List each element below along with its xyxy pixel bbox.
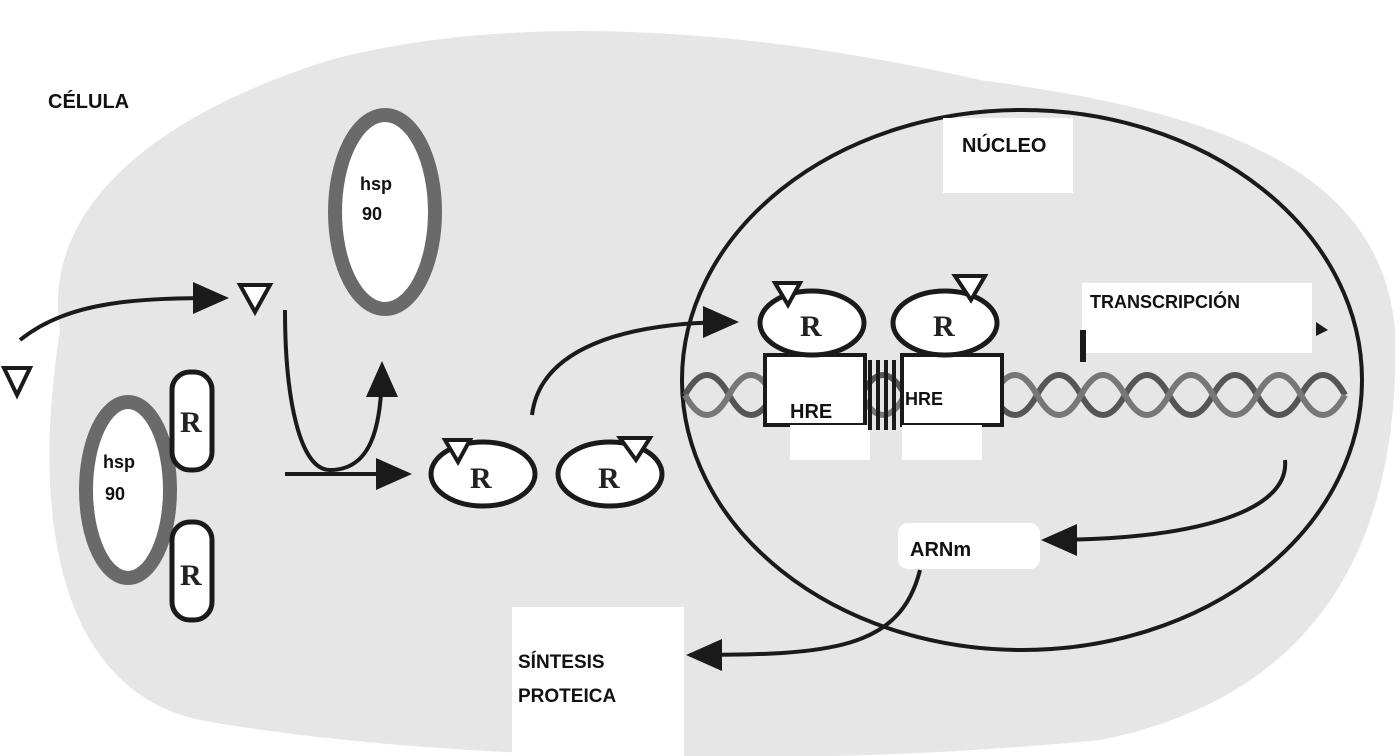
nucleus — [680, 108, 1364, 652]
cell-body — [49, 31, 1396, 756]
receptor-label: R — [598, 462, 620, 495]
receptor-label: R — [933, 310, 955, 343]
hsp90-top: hsp 90 — [328, 108, 442, 316]
dissociation-arrow — [283, 309, 398, 473]
nucleus-label-box — [943, 118, 1073, 193]
dna-bars — [868, 360, 896, 430]
receptor — [169, 519, 215, 623]
hsp-label: hsp — [360, 174, 392, 194]
hormone-triangle — [951, 274, 989, 304]
hormone-triangle — [771, 281, 804, 310]
transcription-arrowhead — [1316, 322, 1328, 336]
mrna-label: ARNm — [910, 539, 971, 561]
receptor-label: R — [800, 310, 822, 343]
translation-arrow — [686, 569, 922, 671]
transcription-label-box — [1082, 283, 1312, 353]
hre-box-shadow — [790, 425, 870, 460]
hsp-label: 90 — [362, 204, 382, 224]
mrna-label-box — [898, 523, 1040, 569]
hormone-triangle — [236, 283, 274, 317]
hre-box-shadow — [902, 425, 982, 460]
receptor-dimer-nucleus: R R — [757, 274, 1000, 358]
synthesis-label-box — [512, 607, 684, 756]
entry-arrow — [18, 282, 229, 342]
synthesis-label-line1: SÍNTESIS — [518, 651, 605, 673]
transcription-start-mark — [1080, 330, 1086, 362]
hormone-triangle — [616, 436, 654, 464]
hormone-triangle — [0, 366, 34, 400]
receptor-label: R — [180, 406, 202, 439]
nucleus-label: NÚCLEO — [962, 133, 1046, 157]
hsp-label: hsp — [103, 452, 135, 472]
transcription-label: TRANSCRIPCIÓN — [1090, 291, 1240, 312]
synthesis-label-line2: PROTEICA — [518, 686, 616, 707]
hre-label: HRE — [905, 389, 943, 409]
receptor — [169, 369, 215, 473]
cell-label: CÉLULA — [48, 90, 129, 113]
hsp-label: 90 — [105, 484, 125, 504]
nuclear-entry-arrow — [530, 306, 739, 416]
receptor-dimer-cytoplasm: R R — [428, 436, 665, 509]
hormone-triangle — [441, 438, 474, 467]
receptor-label: R — [470, 462, 492, 495]
mrna-export-arrow — [1041, 459, 1288, 556]
receptor-label: R — [180, 559, 202, 592]
hsp90-receptor-complex: hsp 90 R R — [79, 369, 215, 623]
hre-box — [900, 353, 1004, 427]
hre-label: HRE — [790, 401, 832, 423]
